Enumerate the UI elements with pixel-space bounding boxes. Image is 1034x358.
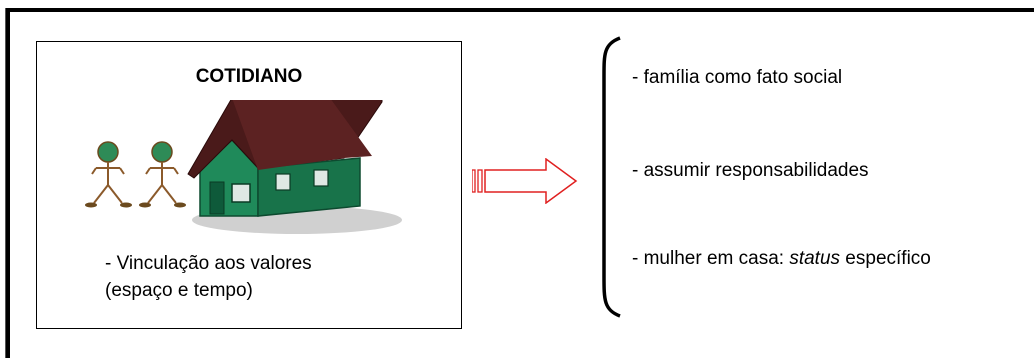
cotidiano-box: COTIDIANO xyxy=(36,41,462,329)
house-icon xyxy=(187,100,402,234)
left-brace xyxy=(602,36,621,318)
box-description-line2: (espaço e tempo) xyxy=(105,280,253,301)
diagram-frame xyxy=(6,8,1034,358)
box-description: - Vinculação aos valores (espaço e tempo… xyxy=(105,250,312,304)
list-item-mulher-suffix: específico xyxy=(840,248,931,269)
right-arrow-icon xyxy=(472,158,578,204)
stick-figure-icon xyxy=(139,141,186,208)
list-item-mulher-status: status xyxy=(789,248,841,269)
list-item-responsabilidades: - assumir responsabilidades xyxy=(632,160,869,181)
box-description-line1: - Vinculação aos valores xyxy=(105,253,312,274)
list-item-mulher-prefix: - mulher em casa: xyxy=(632,248,790,269)
list-item-mulher: - mulher em casa: status específico xyxy=(632,248,931,270)
people-and-house-illustration xyxy=(85,100,402,234)
box-title: COTIDIANO xyxy=(195,66,303,87)
list-item-familia: - família como fato social xyxy=(632,67,843,88)
stick-figure-icon xyxy=(85,141,132,208)
